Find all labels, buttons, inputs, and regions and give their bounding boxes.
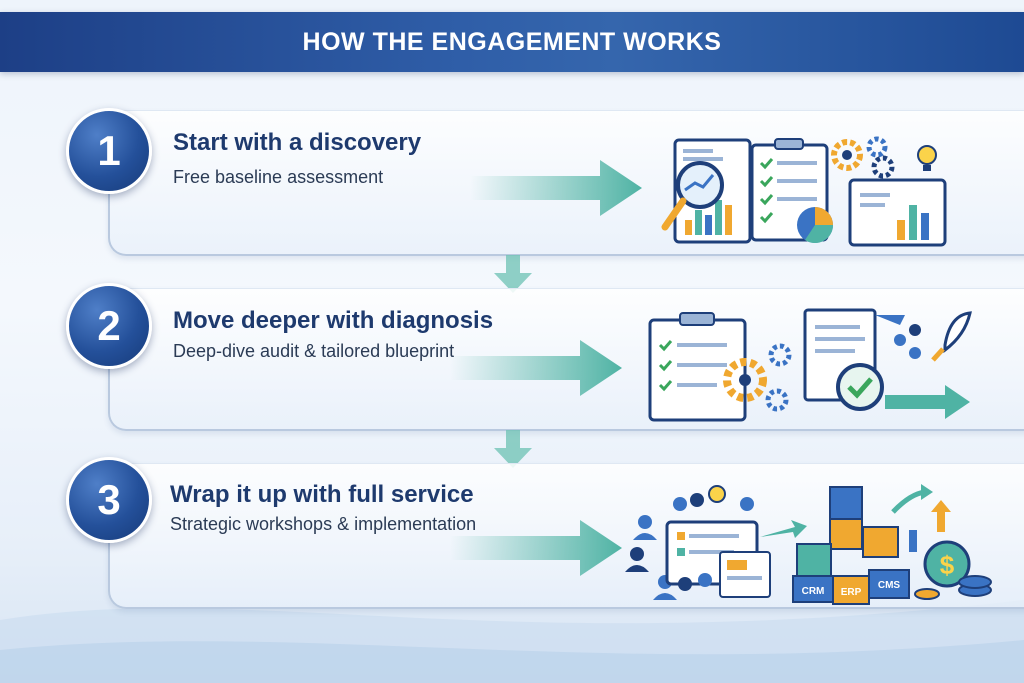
right-arrow-icon — [450, 520, 622, 576]
cms-block-label: CMS — [878, 580, 901, 591]
step-number-badge-1: 1 — [66, 108, 152, 194]
analytics-illustration — [661, 136, 947, 247]
down-arrow-icon — [494, 255, 532, 293]
step-number-badge-3: 3 — [66, 457, 152, 543]
implementation-illustration: CRM ERP CMS $ — [625, 484, 992, 605]
step-subtitle-2: Deep-dive audit & tailored blueprint — [173, 341, 455, 361]
right-arrow-icon — [450, 340, 622, 396]
step-number: 3 — [97, 476, 121, 523]
crm-block-label: CRM — [802, 586, 825, 597]
erp-block-label: ERP — [841, 587, 862, 598]
audit-illustration — [648, 308, 972, 422]
step-number: 1 — [97, 127, 121, 174]
down-arrow-icon — [494, 430, 532, 468]
right-arrow-icon — [470, 160, 642, 216]
page-title: HOW THE ENGAGEMENT WORKS — [302, 27, 722, 56]
dollar-coin-icon: $ — [940, 550, 955, 580]
step-title-1: Start with a discovery — [173, 129, 422, 156]
step-number: 2 — [97, 302, 121, 349]
step-number-badge-2: 2 — [66, 283, 152, 369]
step-subtitle-1: Free baseline assessment — [173, 167, 384, 187]
step-title-3: Wrap it up with full service — [170, 481, 474, 508]
step-subtitle-3: Strategic workshops & implementation — [170, 514, 477, 534]
header-banner: HOW THE ENGAGEMENT WORKS — [0, 12, 1024, 72]
step-title-2: Move deeper with diagnosis — [173, 307, 494, 334]
